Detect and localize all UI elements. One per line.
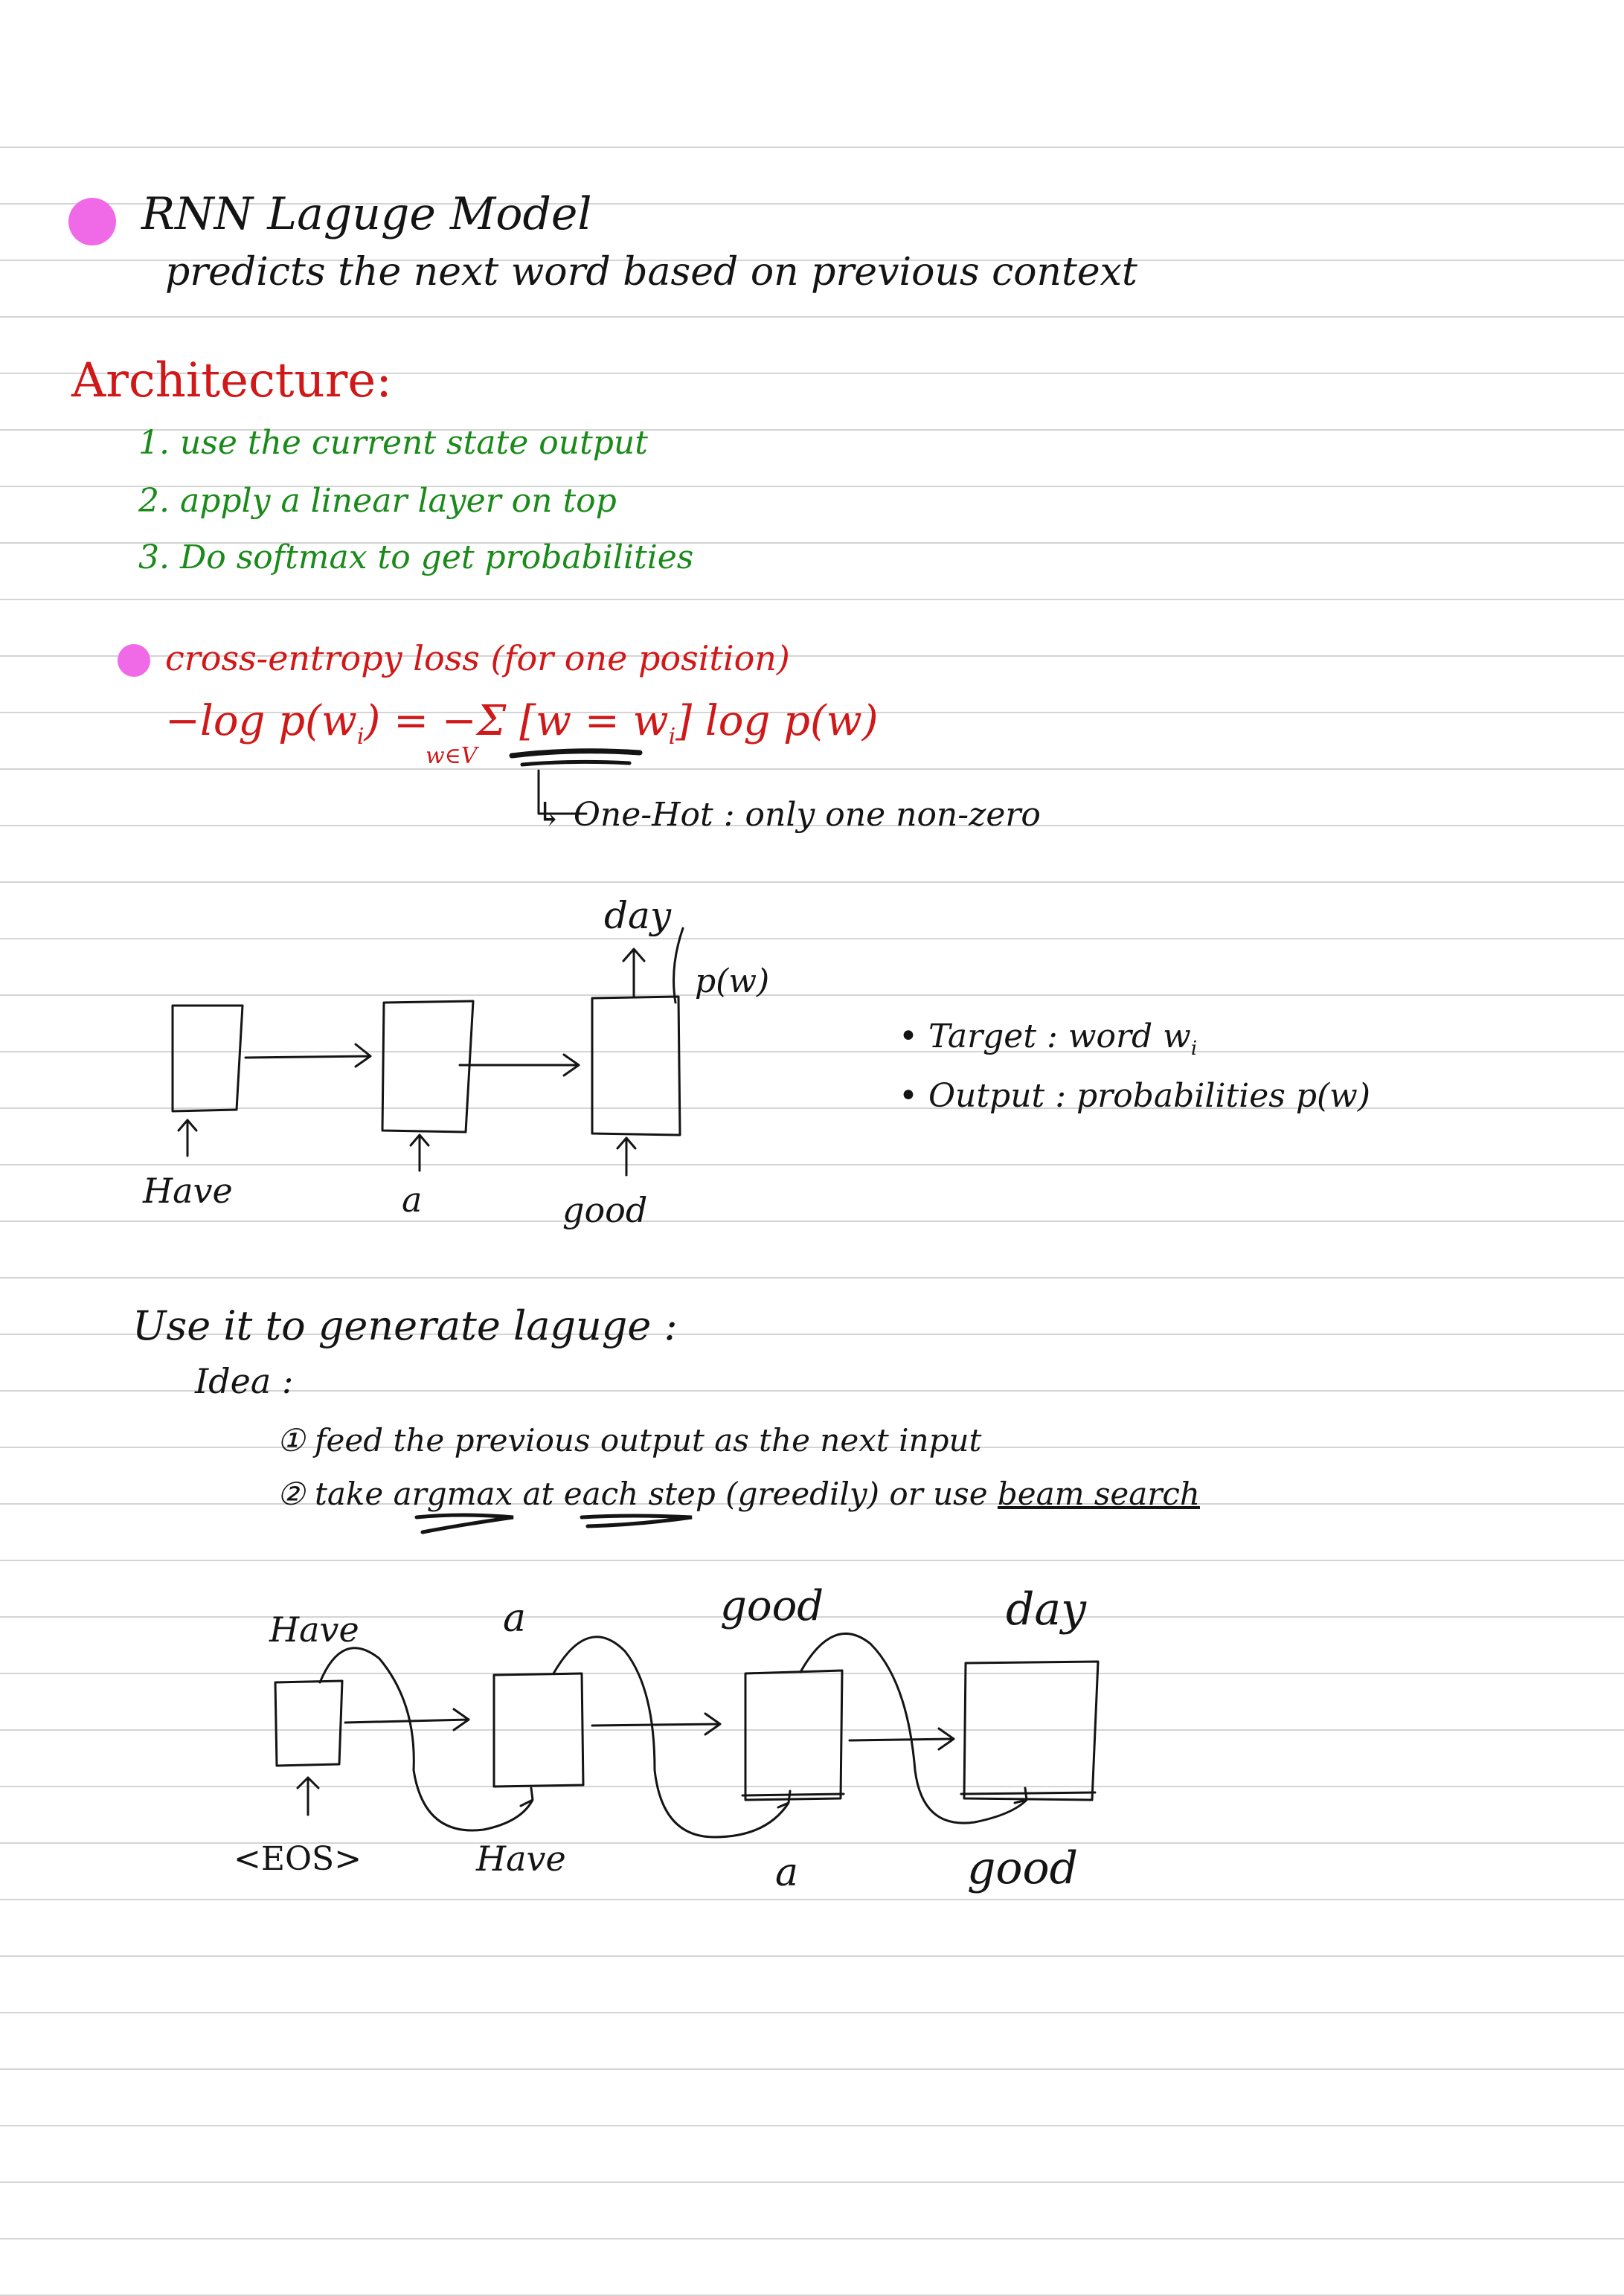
formula-bracket: [w = w [519, 697, 669, 745]
step2-mid2: (greedily) or use [715, 1476, 998, 1512]
d2-box-1 [274, 1679, 344, 1767]
page-subtitle: predicts the next word based on previous… [165, 250, 1137, 295]
argmax-underline [414, 1513, 514, 1534]
d2-arrow-3 [848, 1727, 955, 1751]
diagram1-input-have: Have [143, 1171, 233, 1211]
d2-arrow-2 [591, 1712, 722, 1736]
d2-box-4 [963, 1660, 1100, 1801]
page-title: RNN Laguge Model [141, 188, 592, 240]
generate-idea: Idea : [195, 1361, 294, 1401]
generate-step-2: ② take argmax at each step (greedily) or… [277, 1479, 1200, 1510]
d2-feedback-2 [552, 1636, 792, 1839]
d2-box-4-underline [960, 1791, 1097, 1795]
d2-feedback-1 [318, 1647, 534, 1832]
d1-box-2 [381, 1000, 475, 1133]
d2-input-arrow-eos [296, 1776, 320, 1816]
d2-arrow-1 [344, 1708, 470, 1731]
generate-heading: Use it to generate laguge : [132, 1302, 678, 1349]
note-target-sub: i [1190, 1037, 1198, 1060]
d2-box-3-underline [741, 1792, 845, 1797]
pink-bullet-icon [118, 644, 150, 677]
one-hot-note: ↳ One-Hot : only one non-zero [536, 796, 1041, 834]
d1-output-bracket [673, 927, 684, 1004]
d1-input-arrow-2 [409, 1133, 430, 1172]
step2-each-step: each step [563, 1476, 716, 1512]
note-target-text: • Target : word w [899, 1017, 1191, 1055]
formula-sub-i: i [356, 724, 365, 750]
diagram2-output-good: good [720, 1582, 824, 1630]
diagram2-input-a: a [775, 1850, 799, 1895]
sigma-subscript: w∈V [426, 743, 478, 769]
loss-heading: cross-entropy loss (for one position) [165, 638, 790, 678]
d1-arrow-1 [244, 1043, 372, 1068]
d2-box-2 [492, 1672, 585, 1788]
diagram2-output-a: a [503, 1596, 527, 1641]
d1-box-1 [171, 1004, 244, 1113]
d1-box-3 [591, 995, 681, 1136]
diagram1-output-word: day [604, 894, 672, 937]
architecture-heading: Architecture: [71, 353, 392, 408]
formula-eq: ) = − [364, 697, 477, 745]
d1-input-arrow-3 [616, 1136, 637, 1177]
architecture-step-1: 1. use the current state output [138, 424, 648, 462]
sigma-symbol: Σ [476, 697, 507, 745]
diagram1-input-a: a [402, 1180, 423, 1220]
note-target: • Target : word wi [899, 1020, 1197, 1058]
note-output: • Output : probabilities p(w) [899, 1077, 1371, 1115]
d2-feedback-3 [799, 1632, 1028, 1824]
step2-mid: at [513, 1476, 564, 1512]
formula-underline [509, 748, 643, 759]
formula-bracket-close: ] log p(w) [675, 697, 879, 745]
diagram1-input-good: good [562, 1190, 648, 1230]
d1-output-arrow [622, 948, 646, 998]
diagram2-input-good: good [967, 1842, 1079, 1894]
diagram2-output-day: day [1006, 1583, 1087, 1636]
architecture-step-2: 2. apply a linear layer on top [138, 482, 617, 520]
diagram2-input-have: Have [476, 1839, 566, 1879]
step2-prefix: ② take [277, 1476, 394, 1512]
step2-beam-search: beam search [997, 1476, 1200, 1512]
diagram1-output-label: p(w) [695, 962, 770, 1000]
each-step-underline [580, 1514, 693, 1528]
diagram2-input-eos: <EOS> [234, 1840, 362, 1878]
architecture-step-3: 3. Do softmax to get probabilities [138, 538, 694, 576]
formula-underline-2 [520, 759, 632, 767]
step2-argmax: argmax [393, 1476, 513, 1512]
d1-input-arrow-1 [177, 1119, 198, 1157]
loss-formula: −log p(wi) = −Σ[w = wi] log p(w) [165, 701, 879, 748]
pink-bullet-icon [68, 198, 116, 245]
d2-box-3 [744, 1669, 844, 1801]
diagram2-output-have: Have [269, 1610, 359, 1650]
formula-bracket-sub: i [668, 724, 676, 750]
one-hot-arrow [537, 769, 588, 815]
generate-step-1: ① feed the previous output as the next i… [277, 1422, 982, 1459]
d1-arrow-2 [458, 1053, 580, 1077]
formula-left: −log p(w [165, 697, 357, 745]
